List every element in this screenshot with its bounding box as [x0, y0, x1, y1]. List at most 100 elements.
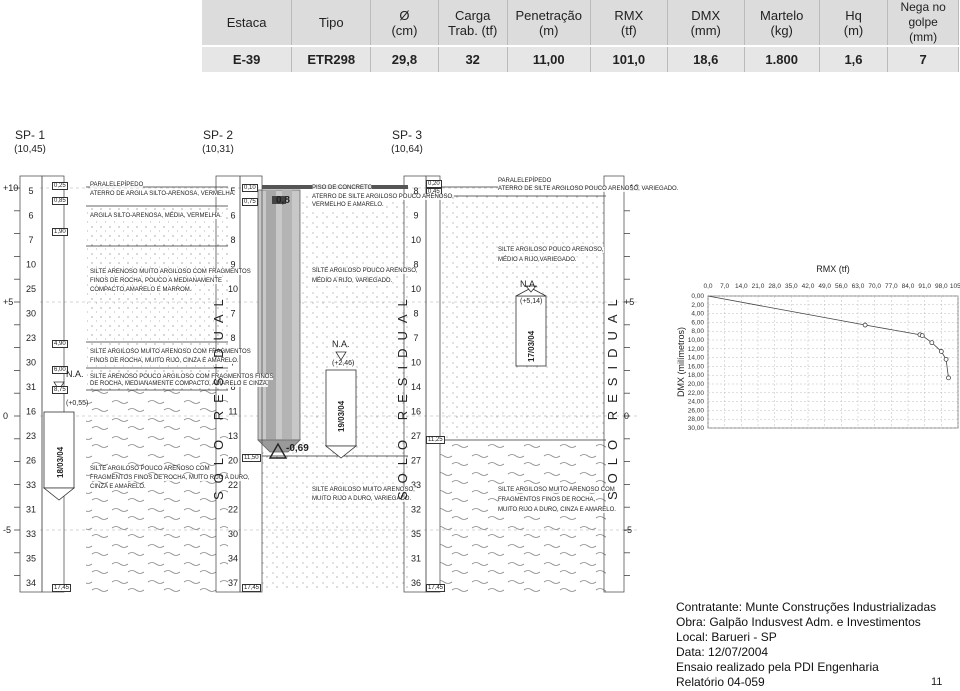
column-header-line2: (mm): [909, 30, 938, 44]
y-tick-label: 8,00: [691, 328, 704, 335]
water-level-value: (+2,46): [332, 360, 355, 367]
column-header-line1: Hq: [845, 7, 862, 23]
layer-description: FINOS DE ROCHA, POUCO A MEDIANAMENTE: [90, 278, 223, 284]
water-reading-date: 18/03/04: [56, 446, 65, 478]
borehole-elevation: (10,45): [14, 144, 46, 155]
spt-value: 30: [26, 358, 36, 368]
spt-value: 8: [230, 235, 235, 245]
y-tick-label: 24,00: [688, 399, 705, 406]
y-tick-label: 0,00: [691, 293, 704, 300]
y-tick-label: 4,00: [691, 311, 704, 318]
depth-tag: 0,75: [242, 198, 258, 206]
layer-description: FRAGMENTOS FINOS DE ROCHA,: [498, 497, 596, 503]
column-header-line2: Trab. (tf): [448, 22, 498, 38]
x-tick-label: 63,0: [852, 283, 865, 290]
column-header-line1: RMX: [614, 7, 644, 23]
y-axis-label: DMX (milímetros): [676, 327, 686, 397]
spt-value: 33: [411, 480, 421, 490]
column-header: Estaca: [202, 0, 293, 46]
table-cell: 32: [438, 45, 508, 72]
borehole-title-sp3: SP- 3 (10,64): [385, 128, 429, 155]
layer-description: VERMELHO E AMARELO.: [312, 202, 384, 208]
layer-description: SILTE ARGILOSO MUITO ARENOSO COM: [498, 487, 615, 493]
x-tick-label: 28,0: [768, 283, 781, 290]
data-point: [943, 356, 949, 362]
water-table-sp2: [324, 351, 358, 459]
x-tick-label: 14,0: [735, 283, 748, 290]
column-header: Penetração(m): [507, 0, 591, 46]
spt-value: 8: [230, 382, 235, 392]
column-header-line1: Carga: [454, 7, 491, 23]
x-tick-label: 35,0: [785, 283, 798, 290]
layer-description: SILTE ARGILOSO MUITO ARENOSO COM FRAGMEN…: [90, 349, 251, 355]
spt-value: 25: [26, 284, 36, 294]
spt-value: 35: [26, 554, 36, 564]
spt-value: 13: [228, 431, 238, 441]
spt-value: 34: [228, 554, 238, 564]
borehole-name: SP- 3: [391, 128, 422, 142]
column-header-line2: (cm): [391, 22, 418, 38]
depth-tag: 0,10: [242, 184, 258, 192]
column-header-line1: Estaca: [226, 15, 267, 30]
table-cell: 11,00: [507, 45, 591, 72]
spt-value: 20: [228, 456, 238, 466]
depth-tag: 11,50: [242, 454, 261, 462]
borehole-name: SP- 2: [202, 128, 233, 142]
layer-description: PISO DE CONCRETO: [312, 185, 373, 191]
depth-tag: 0,85: [52, 197, 68, 205]
spt-value: 26: [26, 456, 36, 466]
column-header: Nega no golpe(mm): [887, 0, 959, 46]
column-header-line1: Tipo: [318, 15, 344, 30]
spt-value: 7: [28, 235, 33, 245]
spt-value: 7: [413, 333, 418, 343]
depth-tag: 1,90: [52, 228, 68, 236]
y-tick-label: 2,00: [691, 302, 704, 309]
spt-value: 14: [411, 382, 421, 392]
y-tick-label: 14,00: [688, 355, 705, 362]
layer-description: PARALELEPÍPEDO: [498, 178, 552, 184]
borehole-name: SP- 1: [14, 128, 45, 142]
x-tick-label: 21,0: [752, 283, 765, 290]
table-cell: ETR298: [291, 45, 372, 72]
layer-description: MÉDIO A RIJO,VARIEGADO.: [498, 257, 577, 263]
column-header: Martelo(kg): [744, 0, 820, 46]
spt-value: 10: [411, 235, 421, 245]
spt-value: 9: [413, 211, 418, 221]
column-header: Ø(cm): [370, 0, 439, 46]
y-tick-label: 10,00: [688, 337, 705, 344]
spt-value: 6: [230, 211, 235, 221]
elevation-label: +5: [3, 297, 14, 307]
residual-soil-label: SOLO RESIDUAL: [395, 291, 410, 500]
spt-value: 34: [26, 578, 36, 588]
elevation-label: +10: [3, 183, 19, 193]
spt-value: 10: [228, 284, 238, 294]
layer-description: MUITO RIJO A DURO, VARIEGADO.: [312, 496, 412, 502]
location-line: Local: Barueri - SP: [676, 630, 777, 644]
spt-value: 31: [26, 505, 36, 515]
spt-value: 9: [230, 260, 235, 270]
layer-description: DE ROCHA, MEDIANAMENTE COMPACTO, AMARELO…: [90, 381, 269, 387]
borehole-elevation: (10,31): [202, 144, 234, 155]
spt-value: 10: [411, 358, 421, 368]
water-table-sp1: [42, 381, 76, 501]
column-header-line1: Martelo: [760, 7, 804, 23]
layer-description: SILTE ARGILOSO MUITO ARENOSO,: [312, 487, 415, 493]
elevation-label: -5: [3, 525, 12, 535]
contractor-line: Contratante: Munte Construções Industria…: [676, 600, 937, 614]
spt-value: 22: [228, 505, 238, 515]
chart-title: RMX (tf): [816, 264, 850, 274]
elevation-label: +5: [624, 297, 635, 307]
layer-description: PARALELEPÍPEDO: [90, 182, 144, 188]
layer-description: SILTE ARGILOSO POUCO ARENOSO COM: [90, 466, 210, 472]
spt-value: 30: [228, 529, 238, 539]
layer-description: FRAGMENTOS FINOS DE ROCHA, MUITO RIJO A …: [90, 475, 250, 481]
elevation-label: 0: [624, 411, 630, 421]
table-cell: 1,6: [819, 45, 889, 72]
performed-by-line: Ensaio realizado pela PDI Engenharia: [676, 660, 879, 674]
spt-value: 36: [411, 578, 421, 588]
data-point: [938, 349, 944, 354]
data-point: [919, 333, 925, 339]
